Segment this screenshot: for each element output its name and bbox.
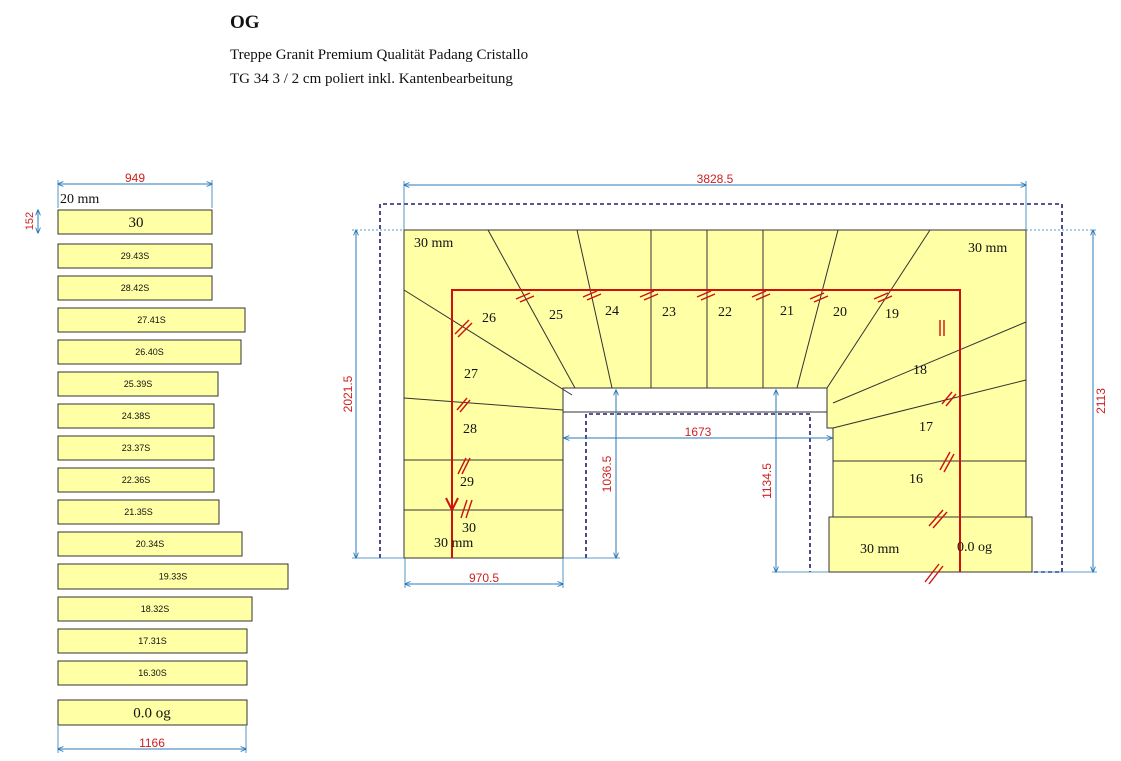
tread-line <box>487 229 576 389</box>
tread-line <box>832 379 1027 429</box>
part-bar <box>57 339 242 365</box>
part-bar <box>57 403 215 429</box>
left-height: 2021.5 <box>341 375 355 412</box>
step-number: 25 <box>549 308 563 323</box>
part-bar <box>57 660 248 686</box>
left-leg-width: 970.5 <box>469 571 499 585</box>
part-bar <box>57 209 213 235</box>
part-label: 25.39S <box>124 379 153 389</box>
right-height: 2113 <box>1094 388 1108 414</box>
part-bar <box>57 307 246 333</box>
parts-width-top: 949 <box>125 171 145 185</box>
inner-width: 1673 <box>685 425 712 439</box>
walk-line <box>451 289 961 572</box>
part-bar <box>57 275 213 301</box>
step-number: 20 <box>833 305 847 320</box>
part-label: 23.37S <box>122 443 151 453</box>
part-label: 19.33S <box>159 572 188 582</box>
step-number: 18 <box>913 363 927 378</box>
part-label: 24.38S <box>122 411 151 421</box>
part-bar <box>57 699 248 726</box>
step-number: 23 <box>662 305 676 320</box>
part-bar <box>57 531 243 557</box>
stairwell-opening <box>562 387 828 413</box>
part-bar <box>57 243 213 269</box>
part-label: 29.43S <box>121 251 150 261</box>
step-numbers: 16 17 18 19 20 21 22 23 24 25 26 27 28 2… <box>460 304 933 536</box>
step-number: 24 <box>605 304 619 319</box>
part-bar <box>57 499 220 525</box>
part-label: 30 <box>129 215 144 231</box>
part-bar <box>57 628 248 654</box>
part-label: 26.40S <box>135 347 164 357</box>
part-bar <box>57 467 215 493</box>
right-inner-height: 1134.5 <box>760 463 774 499</box>
tread-line <box>832 321 1027 404</box>
tread-lines <box>403 229 1032 518</box>
parts-list: 30 29.43S 28.42S 27.41S 26.40S 25.39S 24.38S 23… <box>24 171 289 753</box>
thickness-label: 30 mm <box>968 241 1007 256</box>
left-inner-height: 1036.5 <box>600 455 614 492</box>
part-bar <box>57 596 253 622</box>
finish-description: TG 34 3 / 2 cm poliert inkl. Kantenbearb… <box>230 71 513 87</box>
step-number: 29 <box>460 475 474 490</box>
dimension-lines: 3828.5 2021.5 2113 1673 970.5 <box>341 172 1108 588</box>
part-bar <box>57 435 215 461</box>
parts-width-bottom: 1166 <box>139 736 165 750</box>
walk-direction-arrow <box>445 497 459 513</box>
thickness-label: 30 mm <box>434 536 473 551</box>
step-number: 22 <box>718 305 732 320</box>
part-label: 0.0 og <box>133 706 171 722</box>
part-label: 16.30S <box>138 668 167 678</box>
thickness-label: 30 mm <box>860 542 899 557</box>
parts-side-dim: 152 <box>24 212 36 230</box>
dotted-inner-outline <box>585 413 811 572</box>
thickness-label: 20 mm <box>60 192 99 207</box>
part-label: 22.36S <box>122 475 151 485</box>
tread-line <box>576 229 613 389</box>
part-label: 28.42S <box>121 283 150 293</box>
part-label: 27.41S <box>137 315 166 325</box>
step-number: 26 <box>482 311 496 326</box>
material-description: Treppe Granit Premium Qualität Padang Cr… <box>230 47 529 63</box>
part-bar <box>57 371 219 397</box>
part-label: 21.35S <box>124 507 153 517</box>
part-label: 18.32S <box>141 604 170 614</box>
step-number: 16 <box>909 472 923 487</box>
part-label: 17.31S <box>138 636 167 646</box>
step-number: 30 <box>462 521 476 536</box>
step-number: 21 <box>780 304 794 319</box>
step-number: 17 <box>919 420 933 435</box>
tread-line <box>826 229 931 389</box>
page-title: OG <box>230 12 260 33</box>
step-number: 19 <box>885 307 899 322</box>
tread-line <box>796 229 839 389</box>
landing-label: 0.0 og <box>957 540 992 555</box>
tread-line <box>403 289 573 396</box>
thickness-label: 30 mm <box>414 236 453 251</box>
overall-width: 3828.5 <box>697 172 734 186</box>
step-number: 28 <box>463 422 477 437</box>
part-label: 20.34S <box>136 539 165 549</box>
walk-line-ticks <box>454 290 957 585</box>
step-number: 27 <box>464 367 478 382</box>
part-bar <box>57 563 289 590</box>
stair-plan: 16 17 18 19 20 21 22 23 24 25 26 27 28 2… <box>341 172 1108 588</box>
tread-line <box>403 397 564 411</box>
